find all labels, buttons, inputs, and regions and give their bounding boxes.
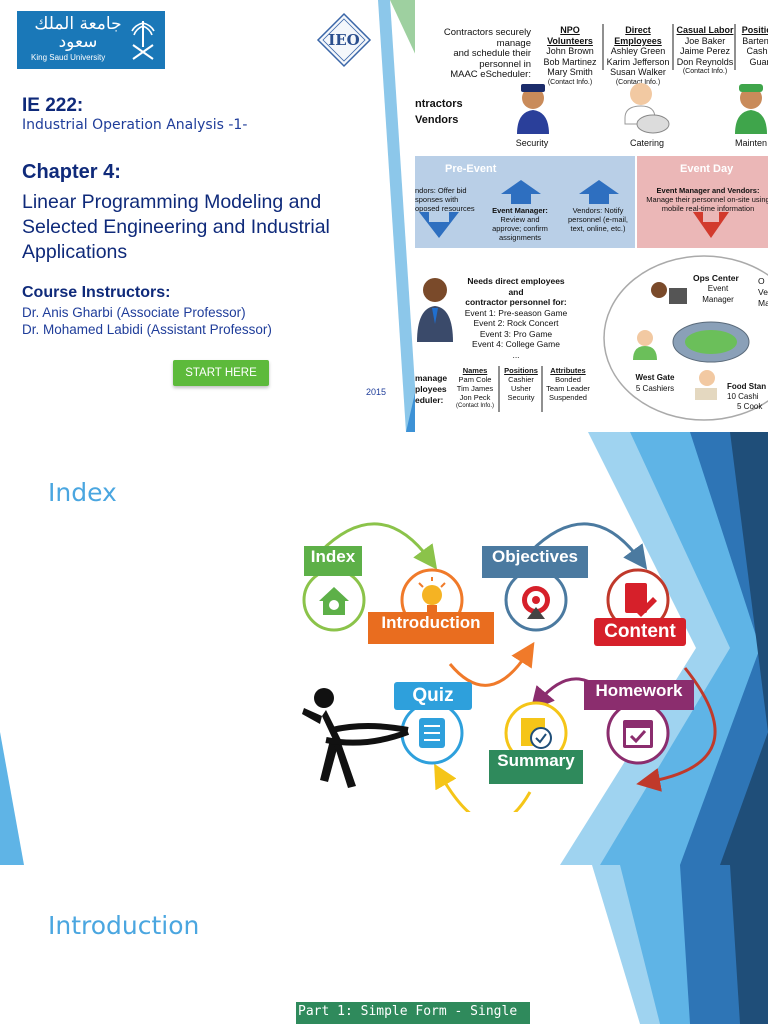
- start-here-button[interactable]: START HERE: [173, 360, 269, 386]
- year-label: 2015: [366, 387, 387, 397]
- info-contractors: ntractors Vendors: [415, 98, 463, 126]
- pre-event-label: Pre-Event: [445, 163, 497, 175]
- tab-content[interactable]: Content: [594, 618, 686, 646]
- maintenance-worker-icon: [735, 84, 767, 134]
- info-col-direct: Direct Employees Ashley Green Karim Jeff…: [606, 25, 670, 86]
- quiz-list-icon[interactable]: [399, 700, 465, 766]
- calendar-check-icon[interactable]: [605, 700, 671, 766]
- ops-right: O Ve Ma: [758, 276, 768, 308]
- event-manager-icon: [417, 278, 453, 342]
- bottom-col-names: Names Pam Cole Tim James Jon Peck (Conta…: [455, 366, 494, 409]
- info-intro: Contractors securely manage and schedule…: [443, 27, 531, 80]
- tab-introduction[interactable]: Introduction: [368, 612, 494, 644]
- arrow-up-icon: [579, 180, 619, 204]
- arrow-down-icon: [419, 212, 459, 238]
- home-icon[interactable]: [301, 567, 367, 633]
- introduction-title: Introduction: [48, 911, 200, 940]
- instructors-heading: Course Instructors:: [22, 284, 171, 301]
- book-icon[interactable]: [605, 567, 671, 633]
- ieo-logo-text: IEO: [328, 31, 360, 49]
- ksu-logo-english: King Saud University: [31, 53, 106, 62]
- ops-center-sub: Event Manager: [702, 284, 734, 304]
- west-gate: West Gate 5 Cashiers: [635, 373, 675, 393]
- introduction-slide: Introduction Part 1: Simple Form - Singl…: [0, 865, 768, 1024]
- tab-homework[interactable]: Homework: [584, 680, 694, 710]
- role-maintenance: Mainten: [735, 138, 768, 148]
- decorative-chevrons: [560, 432, 768, 865]
- event-day-label: Event Day: [680, 163, 734, 175]
- stadium-oval: [603, 255, 768, 421]
- bottom-col-attributes: Attributes Bonded Team Leader Suspended: [546, 366, 590, 402]
- tab-index[interactable]: Index: [304, 546, 362, 576]
- ops-center-title: Ops Center: [693, 273, 739, 283]
- info-col-npo: NPO Volunteers John Brown Bob Martinez M…: [543, 25, 597, 86]
- instructor-2: Dr. Mohamed Labidi (Assistant Professor): [22, 322, 272, 337]
- finish-line-runner-icon: [302, 688, 410, 788]
- bottom-col-positions: Positions Cashier Usher Security: [504, 366, 538, 402]
- decorative-chevrons: [592, 865, 768, 1024]
- part-1-button[interactable]: Part 1: Simple Form - Single: [296, 1002, 530, 1024]
- chapter-title: Linear Programming Modeling and Selected…: [22, 191, 330, 263]
- chef-icon: [624, 83, 670, 134]
- course-name: Industrial Operation Analysis -1-: [22, 117, 248, 133]
- vendors-offer: ndors: Offer bid sponses with oposed res…: [415, 186, 475, 213]
- arrow-down-red-icon: [693, 212, 729, 238]
- tab-summary[interactable]: Summary: [489, 750, 583, 784]
- event-day-text: Event Manager and Vendors: Manage their …: [646, 186, 768, 213]
- decorative-left-chevron: [0, 732, 24, 865]
- food-stand: Food Stan 10 Cashi 5 Cook: [727, 382, 767, 411]
- chapter-number: Chapter 4:: [22, 161, 121, 183]
- course-code: IE 222:: [22, 95, 84, 116]
- ieo-logo: IEO: [316, 12, 372, 73]
- info-col-positions: Positions Bartender Cashier Guard: [741, 25, 768, 67]
- role-catering: Catering: [629, 138, 665, 148]
- palm-swords-icon: [131, 21, 155, 60]
- ksu-logo: جامعة الملك سعود King Saud University: [17, 11, 165, 69]
- index-title: Index: [48, 478, 117, 507]
- checklist-document-icon[interactable]: [503, 700, 569, 766]
- tab-quiz[interactable]: Quiz: [394, 682, 472, 710]
- tab-objectives[interactable]: Objectives: [482, 546, 588, 578]
- vendors-notify: Vendors: Notify personnel (e-mail, text,…: [567, 206, 629, 233]
- needs-text: Needs direct employees and contractor pe…: [464, 276, 568, 360]
- scheduler-infographic: Contractors securely manage and schedule…: [415, 0, 768, 432]
- event-manager-pre: Event Manager: Review and approve; confi…: [492, 206, 548, 242]
- index-slide: Index: [0, 432, 768, 865]
- bottom-left-text: manage ployees eduler:: [415, 373, 448, 405]
- title-slide: جامعة الملك سعود King Saud University IE…: [0, 0, 768, 432]
- security-guard-icon: [517, 84, 549, 134]
- arrow-up-icon: [501, 180, 541, 204]
- instructor-1: Dr. Anis Gharbi (Associate Professor): [22, 305, 246, 320]
- event-day-panel: [637, 156, 768, 248]
- info-col-casual: Casual Labor Joe Baker Jaime Perez Don R…: [676, 25, 734, 75]
- ksu-logo-arabic: جامعة الملك سعود: [34, 14, 122, 52]
- role-security: Security: [515, 138, 549, 148]
